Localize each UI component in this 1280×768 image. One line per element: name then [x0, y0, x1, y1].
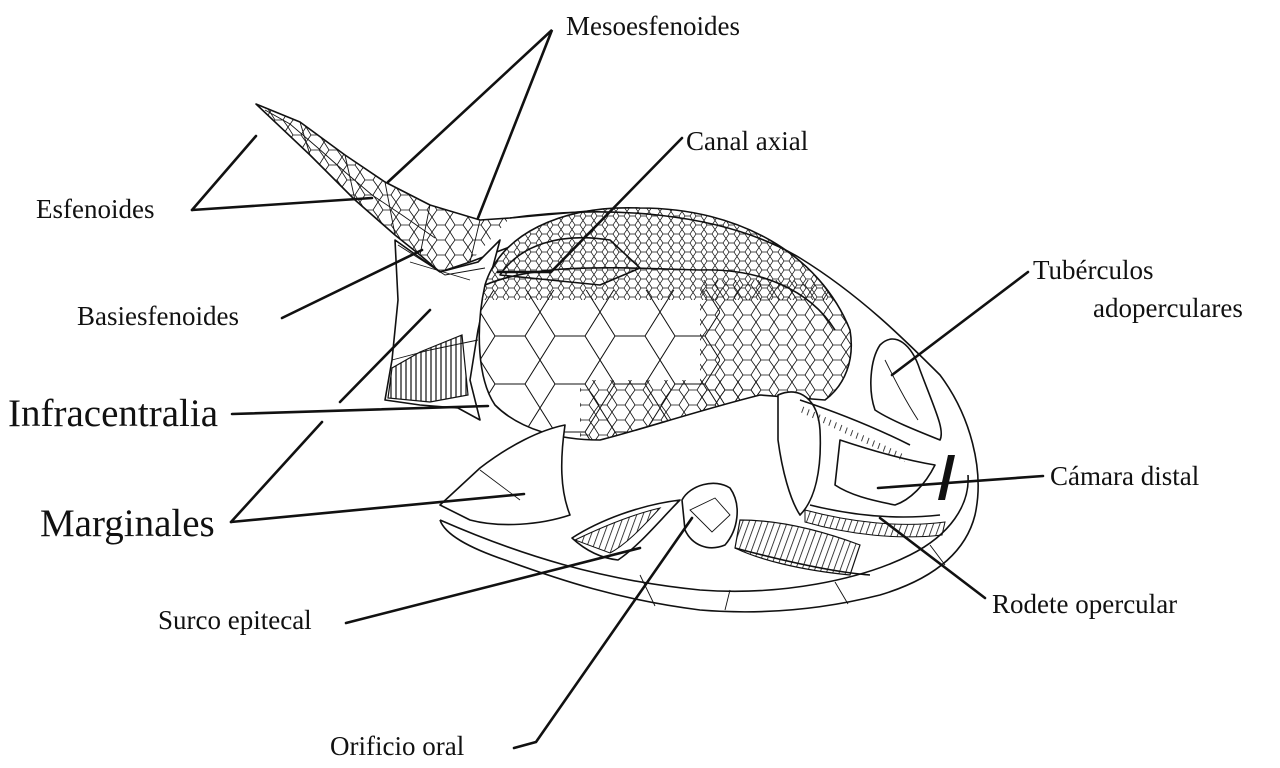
label-esfenoides: Esfenoides — [36, 196, 154, 223]
label-basiesfenoides: Basiesfenoides — [77, 303, 239, 330]
label-mesoesfenoides: Mesoesfenoides — [566, 13, 740, 40]
leader-surco-epitecal — [346, 548, 640, 623]
label-surco-epitecal: Surco epitecal — [158, 607, 312, 634]
leader-infracentralia — [232, 406, 488, 414]
label-tuberculos-line1: Tubérculos — [1033, 257, 1154, 284]
leader-esfenoides-b — [192, 198, 372, 210]
label-orificio-oral: Orificio oral — [330, 733, 464, 760]
oral-region — [572, 483, 870, 575]
label-tuberculos-line2: adoperculares — [1093, 295, 1243, 322]
label-marginales: Marginales — [40, 504, 215, 543]
leader-mesoesfenoides — [388, 30, 552, 218]
label-canal-axial: Canal axial — [686, 128, 808, 155]
marginal-plate — [440, 425, 570, 525]
label-camara-distal: Cámara distal — [1050, 463, 1199, 490]
leader-marginales-a — [231, 422, 322, 522]
leader-tuberculos — [892, 272, 1028, 375]
label-rodete-opercular: Rodete opercular — [992, 591, 1177, 618]
label-infracentralia: Infracentralia — [8, 394, 218, 433]
leader-esfenoides-a — [192, 136, 256, 210]
